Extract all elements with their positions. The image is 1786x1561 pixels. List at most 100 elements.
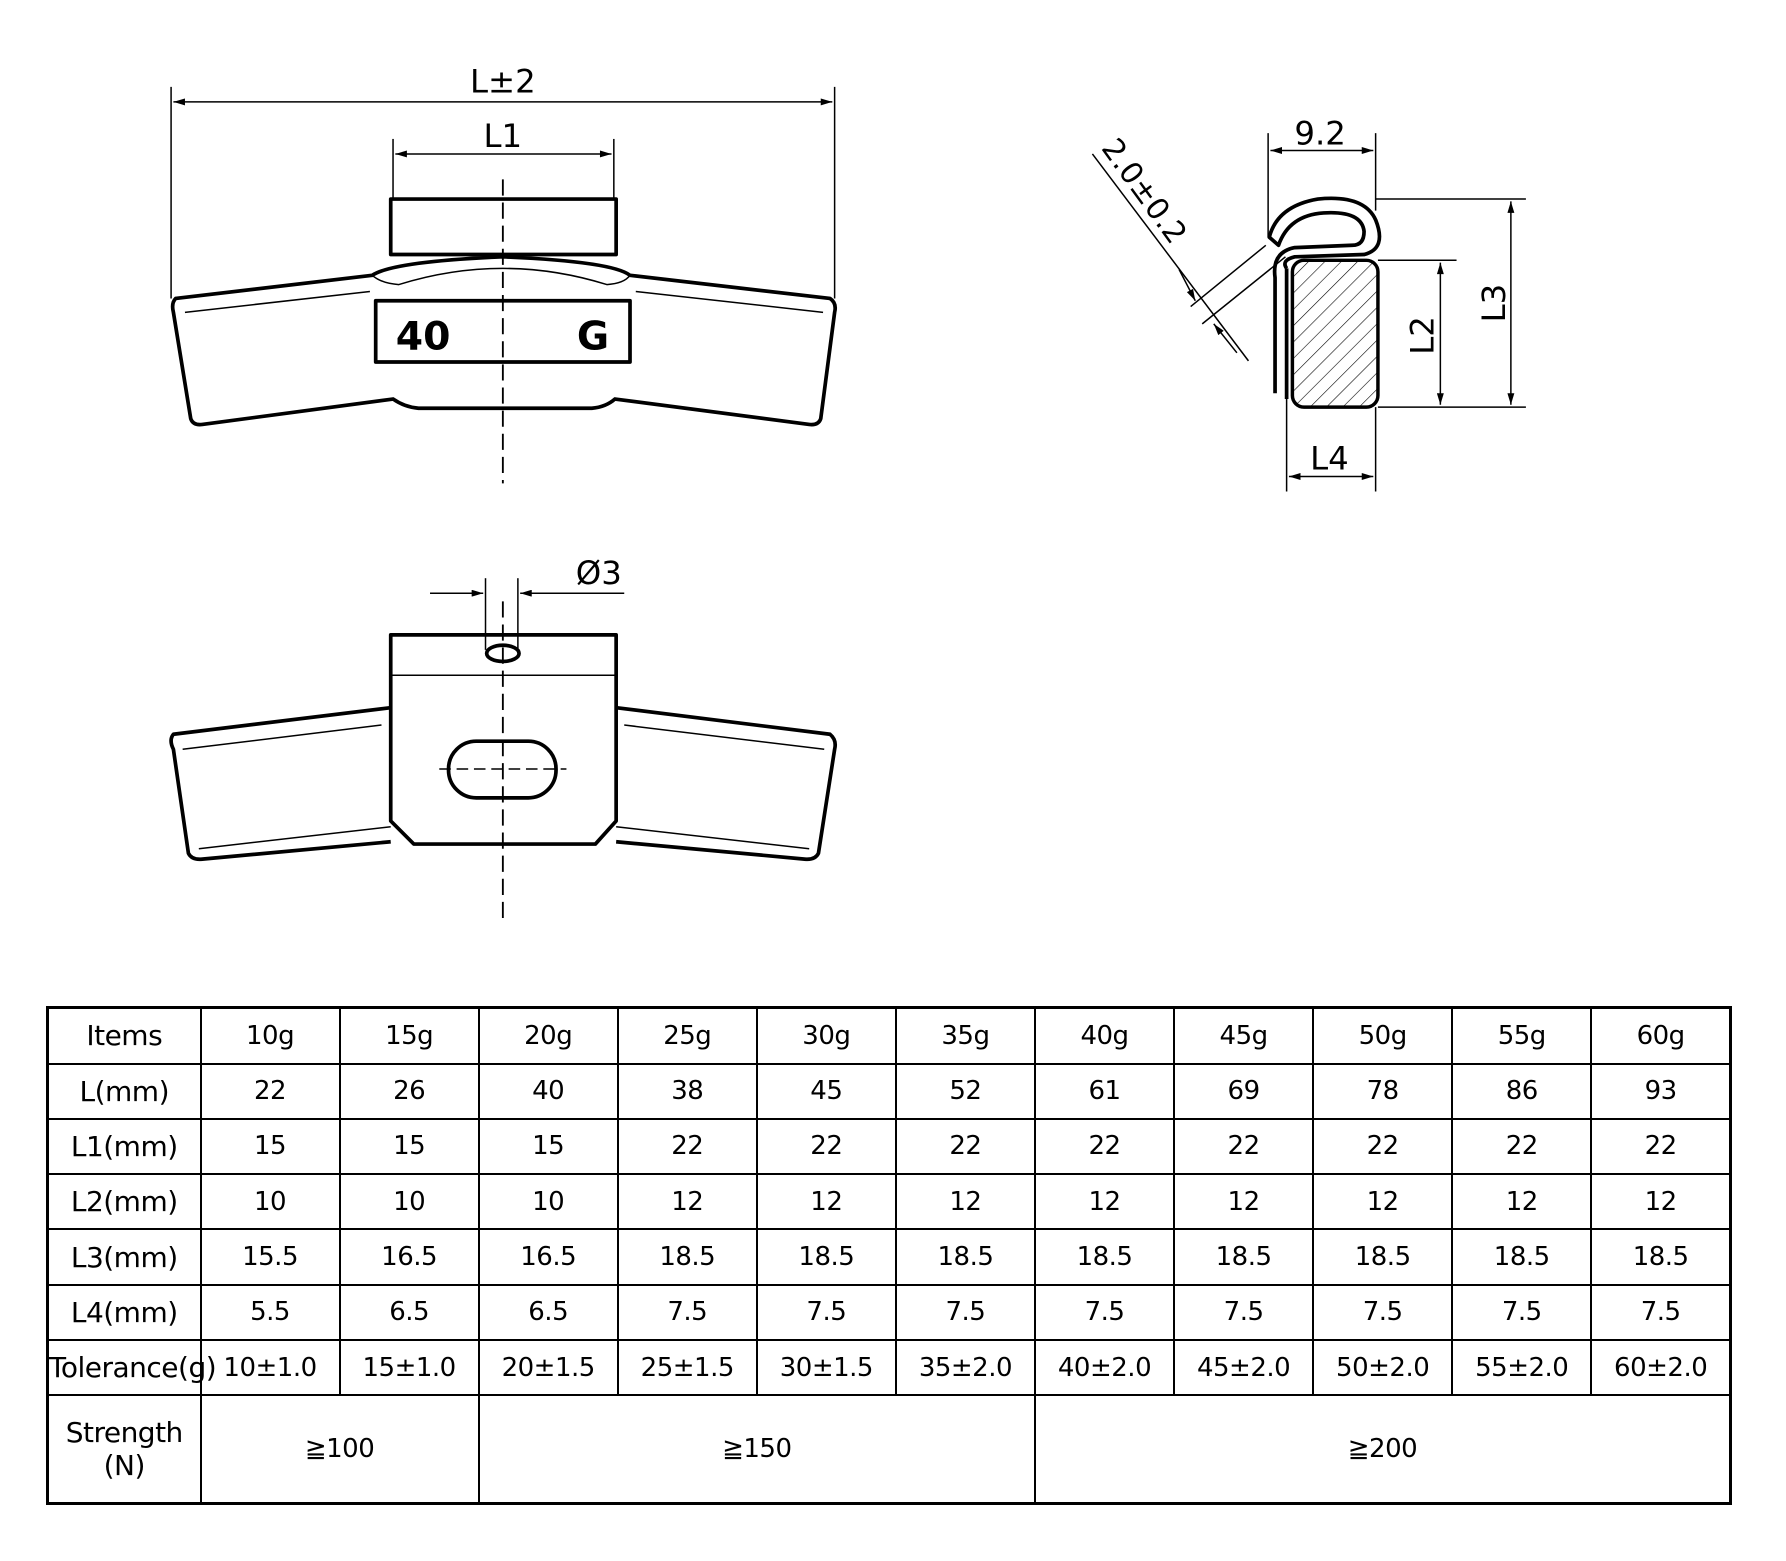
table-cell: 22 — [1451, 1117, 1593, 1176]
row-label: Strength (N) — [46, 1394, 202, 1505]
table-cell: 22 — [755, 1117, 897, 1176]
strength-cell: ≧100 — [199, 1394, 480, 1505]
table-cell: 86 — [1451, 1062, 1593, 1120]
l1-dimension-label: L1 — [484, 117, 523, 155]
row-label: Items — [46, 1006, 202, 1065]
table-cell: 15g — [338, 1006, 480, 1065]
table-cell: 12 — [894, 1173, 1036, 1231]
table-cell: 45g — [1173, 1006, 1315, 1065]
table-cell: 61 — [1033, 1062, 1176, 1120]
table-cell: 15.5 — [199, 1228, 341, 1286]
table-cell: 18.5 — [616, 1228, 758, 1286]
hole-dimension-label: Ø3 — [576, 554, 622, 592]
table-cell: 10 — [477, 1173, 619, 1231]
table-cell: 20g — [477, 1006, 619, 1065]
table-cell: 18.5 — [1173, 1228, 1315, 1286]
table-cell: 12 — [1173, 1173, 1315, 1231]
bottom-view: Ø3 — [169, 554, 838, 920]
table-cell: 93 — [1590, 1062, 1732, 1120]
table-cell: 22 — [199, 1062, 341, 1120]
l3-dimension-label: L3 — [1475, 284, 1513, 323]
table-cell: 40 — [477, 1062, 619, 1120]
table-cell: 6.5 — [338, 1283, 480, 1341]
row-label: L1(mm) — [46, 1117, 202, 1176]
table-cell: 18.5 — [1312, 1228, 1454, 1286]
thickness-dimension-label: 2.0±0.2 — [1094, 132, 1193, 250]
table-cell: 22 — [1590, 1117, 1732, 1176]
table-cell: 18.5 — [1590, 1228, 1732, 1286]
side-view: 9.2 2.0±0.2 L3 L2 L4 — [1091, 115, 1526, 492]
clip-hook — [1267, 196, 1382, 400]
table-cell: 12 — [1590, 1173, 1732, 1231]
table-cell: 60±2.0 — [1590, 1338, 1732, 1397]
table-cell: 30±1.5 — [755, 1338, 897, 1397]
table-cell: 15±1.0 — [338, 1338, 480, 1397]
table-cell: 22 — [894, 1117, 1036, 1176]
table-cell: 25±1.5 — [616, 1338, 758, 1397]
table-cell: 40g — [1033, 1006, 1176, 1065]
table-cell: 7.5 — [755, 1283, 897, 1341]
table-cell: 7.5 — [616, 1283, 758, 1341]
table-cell: 45±2.0 — [1173, 1338, 1315, 1397]
table-cell: 12 — [1312, 1173, 1454, 1231]
table-cell: 7.5 — [1451, 1283, 1593, 1341]
left-wing — [169, 705, 391, 862]
table-cell: 22 — [1173, 1117, 1315, 1176]
table-cell: 35g — [894, 1006, 1036, 1065]
length-dimension-label: L±2 — [470, 63, 536, 101]
row-label: L(mm) — [46, 1062, 202, 1120]
table-cell: 10±1.0 — [199, 1338, 341, 1397]
table-cell: 7.5 — [1033, 1283, 1176, 1341]
table-cell: 5.5 — [199, 1283, 341, 1341]
table-cell: 15 — [199, 1117, 341, 1176]
table-cell: 15 — [477, 1117, 619, 1176]
table-cell: 18.5 — [1033, 1228, 1176, 1286]
table-cell: 12 — [616, 1173, 758, 1231]
table-cell: 7.5 — [1590, 1283, 1732, 1341]
table-cell: 30g — [755, 1006, 897, 1065]
table-cell: 22 — [616, 1117, 758, 1176]
table-cell: 40±2.0 — [1033, 1338, 1176, 1397]
strength-cell: ≧200 — [1033, 1394, 1732, 1505]
table-cell: 10 — [199, 1173, 341, 1231]
table-cell: 50±2.0 — [1312, 1338, 1454, 1397]
table-cell: 7.5 — [894, 1283, 1036, 1341]
table-cell: 12 — [1033, 1173, 1176, 1231]
table-cell: 6.5 — [477, 1283, 619, 1341]
table-cell: 38 — [616, 1062, 758, 1120]
cross-section — [1290, 258, 1380, 409]
table-cell: 50g — [1312, 1006, 1454, 1065]
table-cell: 22 — [1312, 1117, 1454, 1176]
table-cell: 12 — [755, 1173, 897, 1231]
row-label: Tolerance(g) — [46, 1338, 217, 1397]
width-dimension-label: 9.2 — [1294, 115, 1345, 153]
table-cell: 18.5 — [1451, 1228, 1593, 1286]
right-wing — [615, 705, 838, 862]
table-cell: 55±2.0 — [1451, 1338, 1593, 1397]
table-cell: 60g — [1590, 1006, 1732, 1065]
top-view: L±2 L1 40 G — [170, 63, 838, 484]
row-label: L2(mm) — [46, 1173, 202, 1231]
table-cell: 16.5 — [477, 1228, 619, 1286]
row-label: L3(mm) — [46, 1228, 202, 1286]
l4-dimension-label: L4 — [1310, 440, 1349, 478]
table-cell: 7.5 — [1173, 1283, 1315, 1341]
strength-row: Strength (N)≧100≧150≧200 — [46, 1394, 1732, 1505]
strength-cell: ≧150 — [477, 1394, 1036, 1505]
table-cell: 35±2.0 — [894, 1338, 1036, 1397]
table-cell: 12 — [1451, 1173, 1593, 1231]
table-cell: 18.5 — [755, 1228, 897, 1286]
table-cell: 25g — [616, 1006, 758, 1065]
table-cell: 22 — [1033, 1117, 1176, 1176]
l2-dimension-label: L2 — [1403, 316, 1441, 355]
table-cell: 7.5 — [1312, 1283, 1454, 1341]
table-cell: 18.5 — [894, 1228, 1036, 1286]
row-label: L4(mm) — [46, 1283, 202, 1341]
table-cell: 45 — [755, 1062, 897, 1120]
